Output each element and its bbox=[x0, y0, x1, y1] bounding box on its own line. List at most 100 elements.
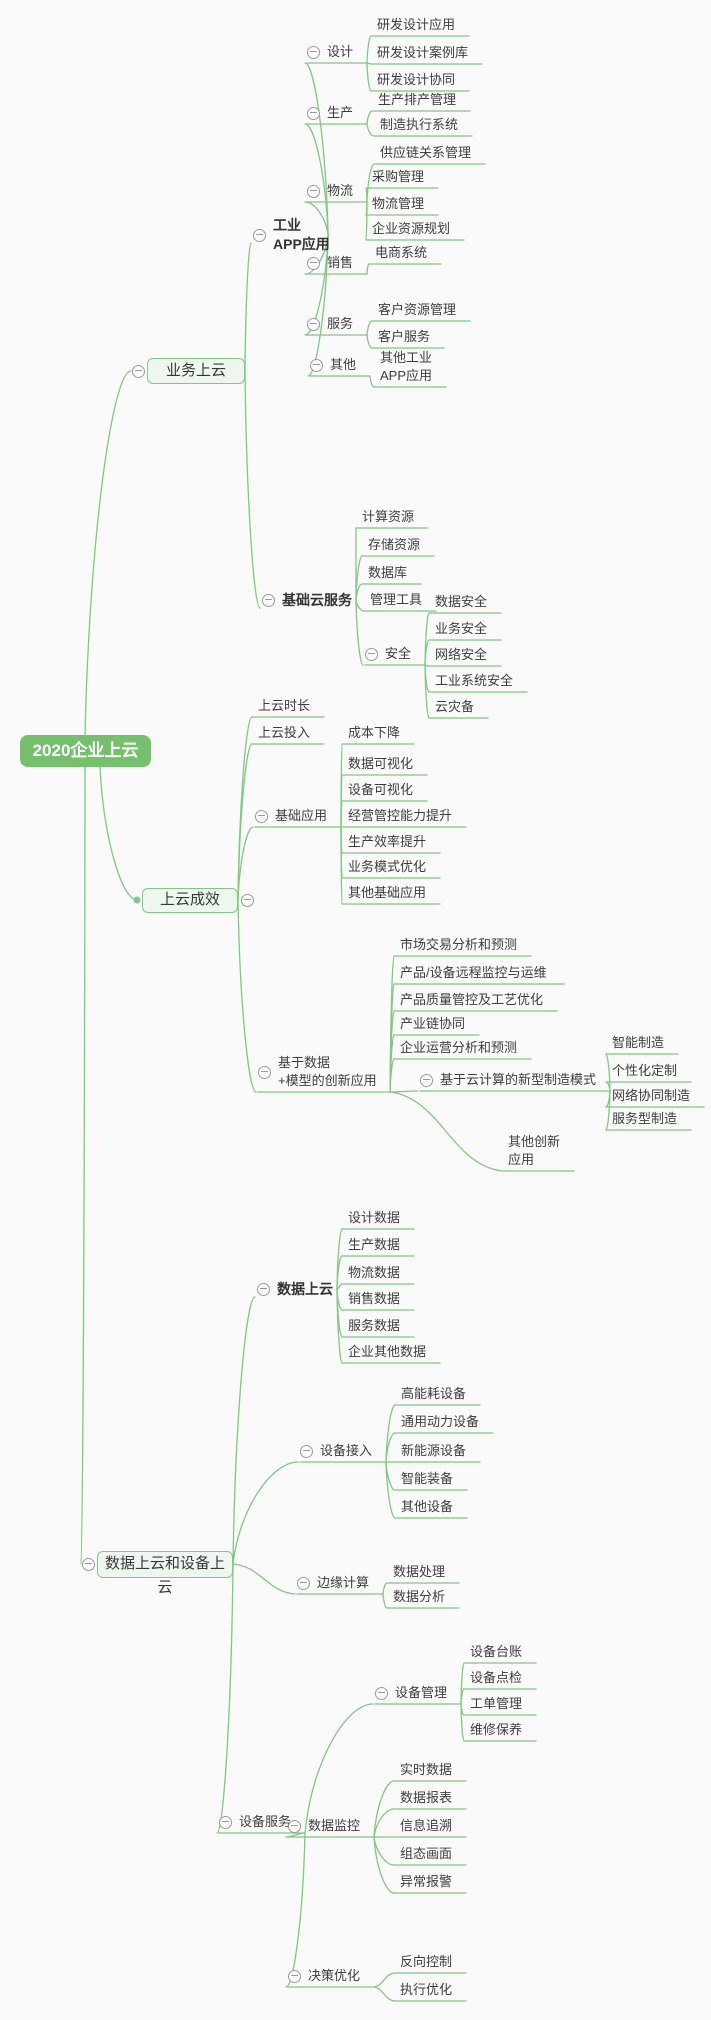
topic-node[interactable]: 上云投入 bbox=[258, 725, 311, 740]
collapse-minus-button[interactable] bbox=[299, 1444, 313, 1458]
topic-node[interactable]: 经营管控能力提升 bbox=[348, 808, 453, 823]
topic-node[interactable]: 网络安全 bbox=[435, 647, 488, 662]
collapse-minus-button[interactable] bbox=[306, 317, 320, 331]
topic-node[interactable]: 制造执行系统 bbox=[380, 117, 459, 132]
topic-node[interactable]: 其他工业 APP应用 bbox=[380, 350, 433, 383]
collapse-minus-button[interactable] bbox=[306, 256, 320, 270]
collapse-minus-button[interactable] bbox=[287, 1819, 301, 1833]
topic-node[interactable]: 维修保养 bbox=[470, 1722, 523, 1737]
collapse-minus-button[interactable] bbox=[309, 358, 323, 372]
branch-node[interactable]: 数据上云和设备上云 bbox=[97, 1550, 233, 1596]
topic-node[interactable]: 工业系统安全 bbox=[435, 673, 514, 688]
topic-node[interactable]: 生产排产管理 bbox=[378, 92, 457, 107]
topic-node[interactable]: 成本下降 bbox=[348, 725, 401, 740]
topic-node[interactable]: 物流数据 bbox=[348, 1265, 401, 1280]
topic-node[interactable]: 研发设计案例库 bbox=[377, 45, 469, 60]
topic-node[interactable]: 采购管理 bbox=[372, 169, 425, 184]
topic-node[interactable]: 研发设计应用 bbox=[377, 17, 456, 32]
topic-node[interactable]: 物流管理 bbox=[372, 196, 425, 211]
topic-node[interactable]: 企业资源规划 bbox=[372, 221, 451, 236]
topic-node[interactable]: 企业运营分析和预测 bbox=[400, 1040, 518, 1055]
mindmap-root-node[interactable]: 2020企业上云 bbox=[20, 735, 151, 767]
topic-node[interactable]: 设备服务 bbox=[239, 1814, 292, 1829]
topic-node[interactable]: 市场交易分析和预测 bbox=[400, 937, 518, 952]
topic-node[interactable]: 设备可视化 bbox=[348, 782, 414, 797]
topic-node[interactable]: 生产数据 bbox=[348, 1237, 401, 1252]
topic-node[interactable]: 基于云计算的新型制造模式 bbox=[440, 1072, 597, 1087]
collapse-minus-button[interactable] bbox=[419, 1073, 433, 1087]
topic-node[interactable]: 数据处理 bbox=[393, 1564, 446, 1579]
topic-node[interactable]: 智能制造 bbox=[612, 1035, 665, 1050]
topic-node[interactable]: 其他基础应用 bbox=[348, 885, 427, 900]
collapse-minus-button[interactable] bbox=[261, 593, 275, 607]
topic-node[interactable]: 工业 APP应用 bbox=[273, 217, 330, 252]
collapse-minus-button[interactable] bbox=[306, 184, 320, 198]
topic-node[interactable]: 其他 bbox=[330, 357, 357, 372]
topic-node[interactable]: 设计数据 bbox=[348, 1210, 401, 1225]
topic-node[interactable]: 新能源设备 bbox=[401, 1443, 467, 1458]
topic-node[interactable]: 销售 bbox=[327, 255, 354, 270]
topic-node[interactable]: 管理工具 bbox=[370, 592, 423, 607]
topic-node[interactable]: 基于数据 +模型的创新应用 bbox=[278, 1055, 377, 1088]
topic-node[interactable]: 个性化定制 bbox=[612, 1063, 678, 1078]
topic-node[interactable]: 产品质量管控及工艺优化 bbox=[400, 992, 544, 1007]
topic-node[interactable]: 数据可视化 bbox=[348, 756, 414, 771]
topic-node[interactable]: 设备台账 bbox=[470, 1644, 523, 1659]
topic-node[interactable]: 数据安全 bbox=[435, 594, 488, 609]
collapse-minus-button[interactable] bbox=[374, 1686, 388, 1700]
topic-node[interactable]: 通用动力设备 bbox=[401, 1414, 480, 1429]
topic-node[interactable]: 执行优化 bbox=[400, 1982, 453, 1997]
topic-node[interactable]: 反向控制 bbox=[400, 1954, 453, 1969]
topic-node[interactable]: 企业其他数据 bbox=[348, 1344, 427, 1359]
branch-node[interactable]: 业务上云 bbox=[147, 358, 245, 384]
topic-node[interactable]: 工单管理 bbox=[470, 1696, 523, 1711]
topic-node[interactable]: 计算资源 bbox=[362, 509, 415, 524]
topic-node[interactable]: 基础应用 bbox=[275, 808, 328, 823]
topic-node[interactable]: 边缘计算 bbox=[317, 1575, 370, 1590]
topic-node[interactable]: 决策优化 bbox=[308, 1968, 361, 1983]
topic-node[interactable]: 业务模式优化 bbox=[348, 859, 427, 874]
topic-node[interactable]: 其他创新 应用 bbox=[508, 1134, 561, 1167]
collapse-minus-button[interactable] bbox=[254, 809, 268, 823]
topic-node[interactable]: 客户服务 bbox=[378, 329, 431, 344]
topic-node[interactable]: 设备接入 bbox=[320, 1443, 373, 1458]
topic-node[interactable]: 设备点检 bbox=[470, 1670, 523, 1685]
topic-node[interactable]: 其他设备 bbox=[401, 1499, 454, 1514]
topic-node[interactable]: 数据上云 bbox=[277, 1280, 333, 1297]
topic-node[interactable]: 网络协同制造 bbox=[612, 1088, 691, 1103]
topic-node[interactable]: 信息追溯 bbox=[400, 1818, 453, 1833]
topic-node[interactable]: 数据监控 bbox=[308, 1818, 361, 1833]
branch-node[interactable]: 上云成效 bbox=[142, 887, 238, 913]
topic-node[interactable]: 高能耗设备 bbox=[401, 1386, 467, 1401]
collapse-minus-button[interactable] bbox=[240, 893, 254, 907]
collapse-minus-button[interactable] bbox=[81, 1557, 95, 1571]
topic-node[interactable]: 电商系统 bbox=[375, 245, 428, 260]
collapse-minus-button[interactable] bbox=[306, 45, 320, 59]
collapse-minus-button[interactable] bbox=[257, 1065, 271, 1079]
topic-node[interactable]: 服务 bbox=[327, 316, 354, 331]
collapse-minus-button[interactable] bbox=[364, 647, 378, 661]
topic-node[interactable]: 服务型制造 bbox=[612, 1111, 678, 1126]
topic-node[interactable]: 生产 bbox=[327, 105, 354, 120]
topic-node[interactable]: 安全 bbox=[385, 646, 412, 661]
topic-node[interactable]: 基础云服务 bbox=[282, 591, 352, 608]
topic-node[interactable]: 研发设计协同 bbox=[377, 72, 456, 87]
collapse-minus-button[interactable] bbox=[287, 1969, 301, 1983]
collapse-minus-button[interactable] bbox=[256, 1282, 270, 1296]
topic-node[interactable]: 供应链关系管理 bbox=[380, 145, 472, 160]
topic-node[interactable]: 业务安全 bbox=[435, 621, 488, 636]
topic-node[interactable]: 产业链协同 bbox=[400, 1016, 466, 1031]
topic-node[interactable]: 上云时长 bbox=[258, 698, 311, 713]
topic-node[interactable]: 智能装备 bbox=[401, 1471, 454, 1486]
topic-node[interactable]: 异常报警 bbox=[400, 1874, 453, 1889]
collapse-minus-button[interactable] bbox=[131, 364, 145, 378]
topic-node[interactable]: 存储资源 bbox=[368, 537, 421, 552]
topic-node[interactable]: 设备管理 bbox=[395, 1685, 448, 1700]
topic-node[interactable]: 数据分析 bbox=[393, 1589, 446, 1604]
collapse-minus-button[interactable] bbox=[296, 1576, 310, 1590]
collapse-minus-button[interactable] bbox=[306, 106, 320, 120]
topic-node[interactable]: 生产效率提升 bbox=[348, 834, 427, 849]
topic-node[interactable]: 组态画面 bbox=[400, 1846, 453, 1861]
topic-node[interactable]: 设计 bbox=[327, 44, 354, 59]
topic-node[interactable]: 客户资源管理 bbox=[378, 302, 457, 317]
